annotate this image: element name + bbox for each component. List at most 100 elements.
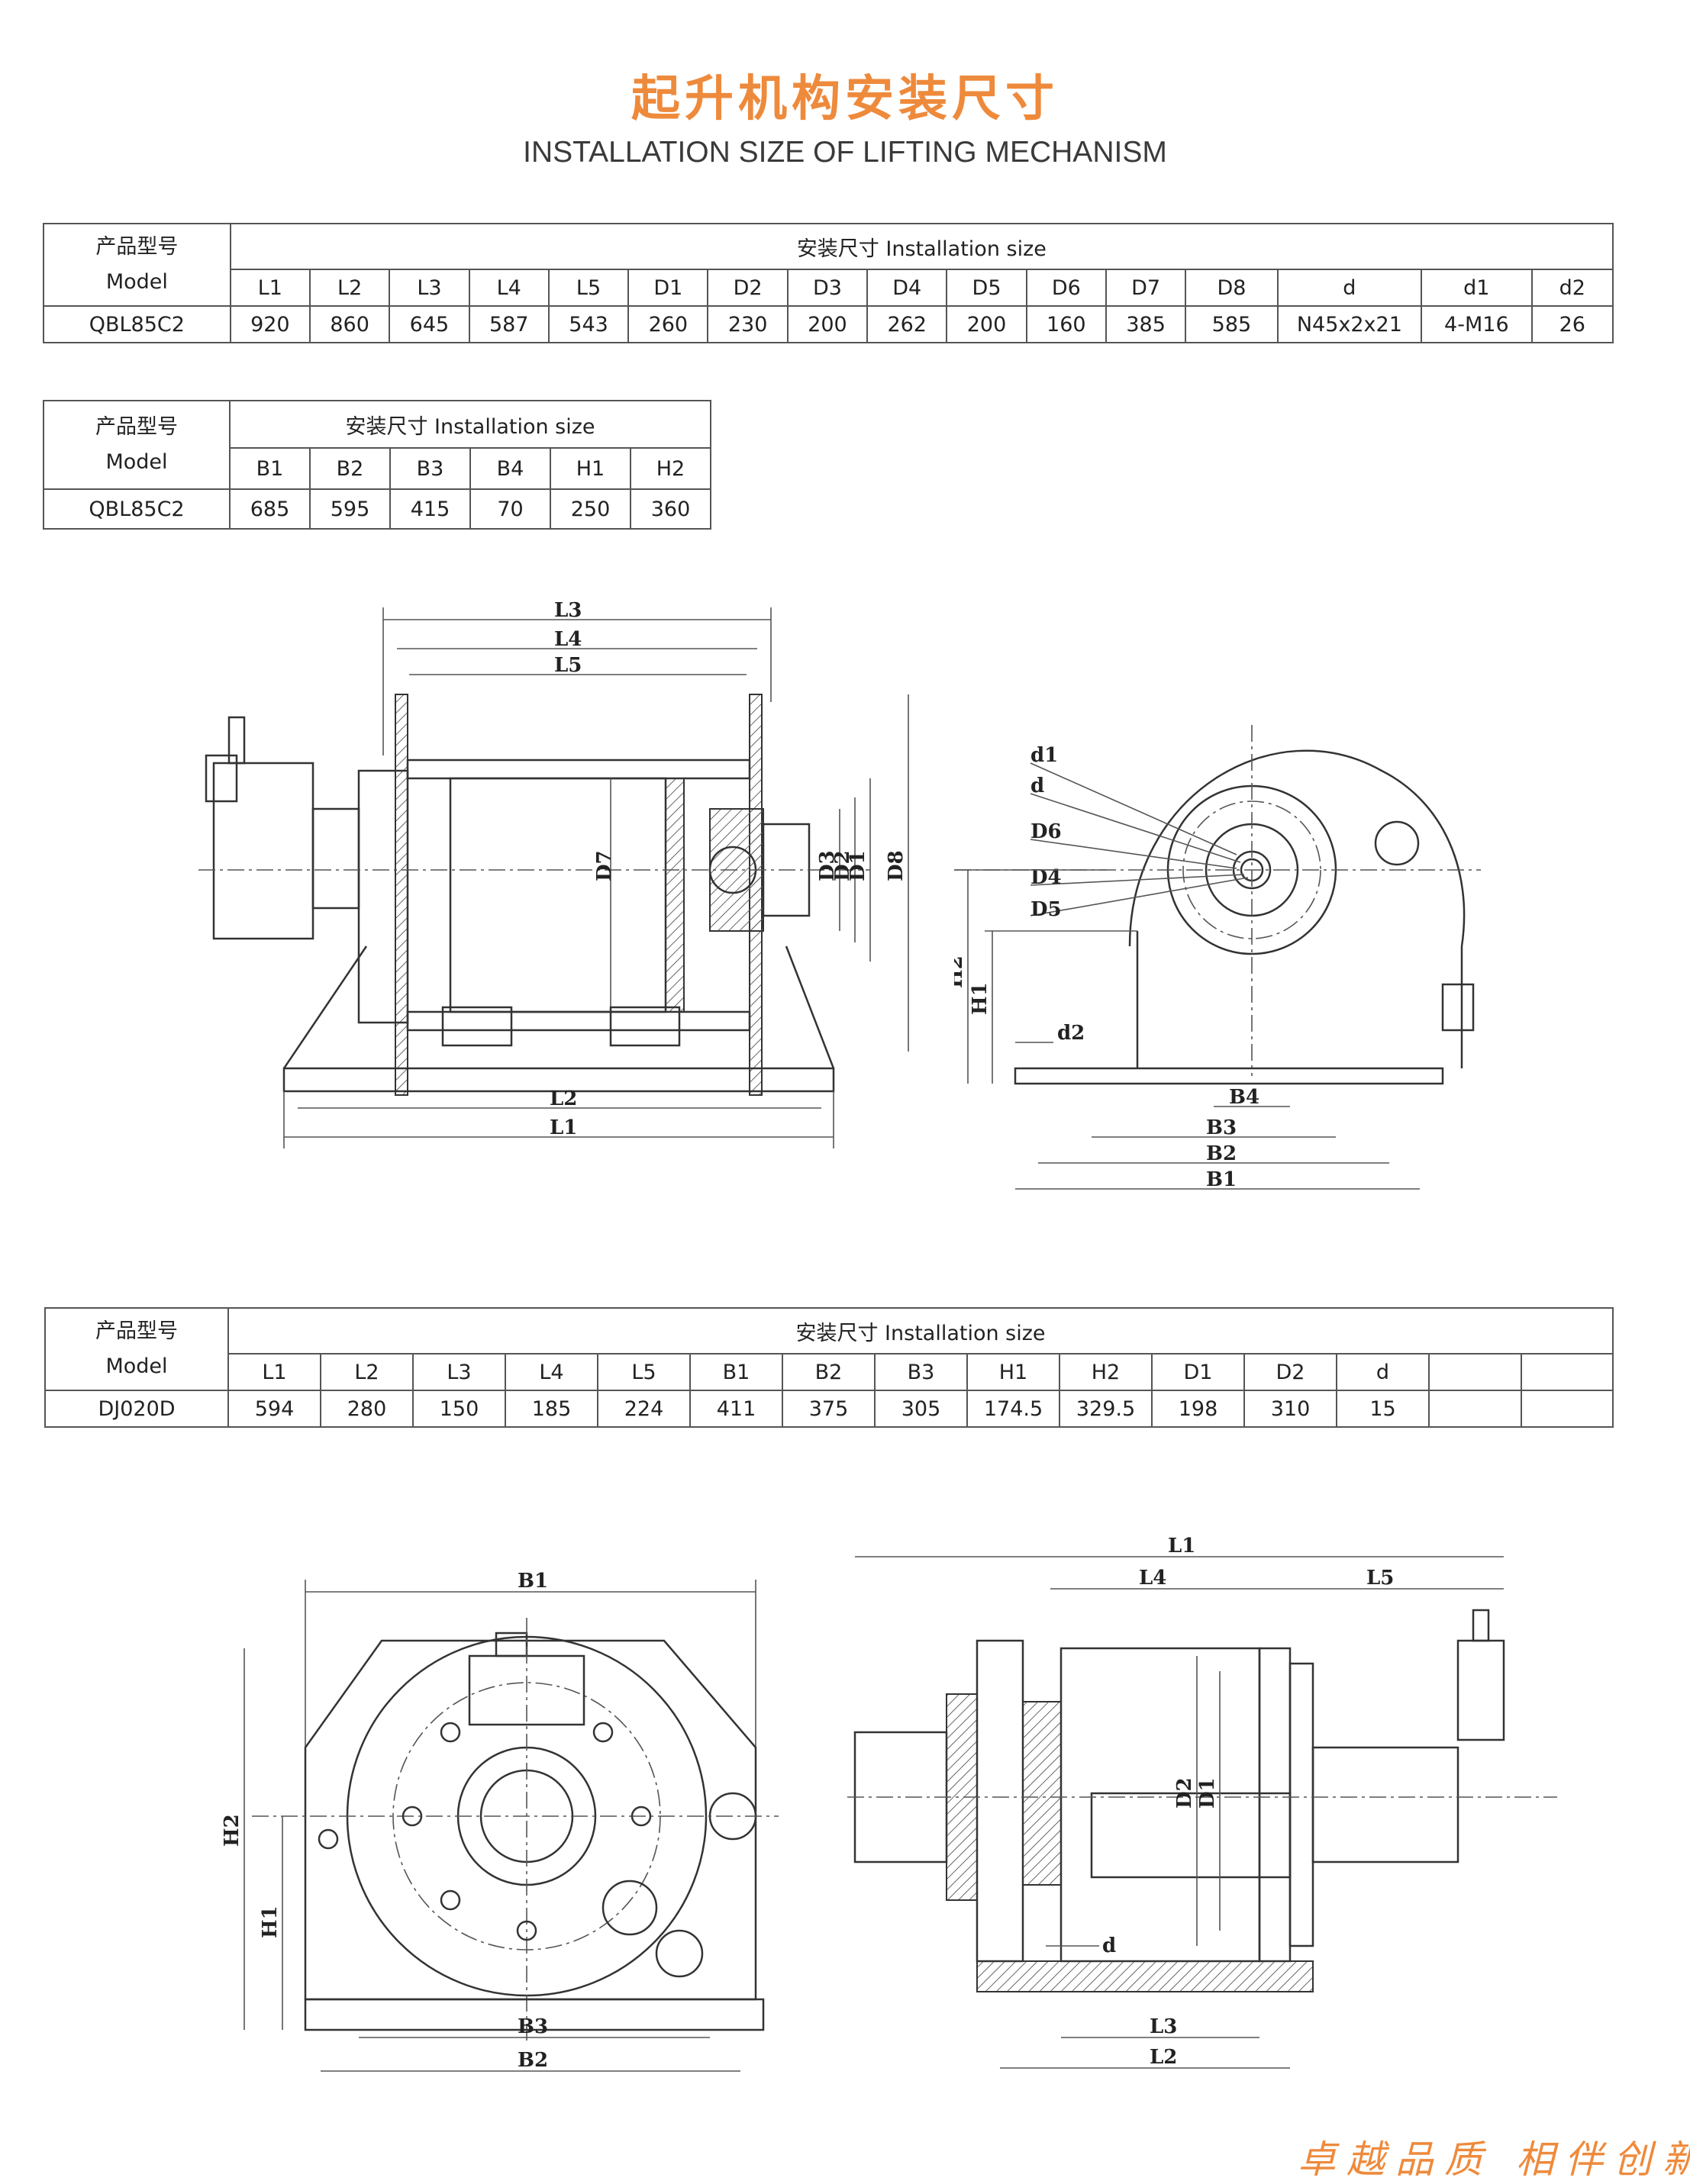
value-cell: 860	[308, 305, 391, 343]
column-header: H1	[966, 1353, 1060, 1391]
dim-label: L1	[1168, 1535, 1195, 1557]
column-header: D5	[946, 269, 1027, 307]
column-header: B3	[874, 1353, 968, 1391]
column-header: L4	[505, 1353, 598, 1391]
column-header: L2	[308, 269, 391, 307]
value-cell: 70	[469, 488, 551, 530]
dj-side-view-drawing: L1 L4 L5 D2 D1 d L3 L2	[847, 1535, 1557, 2069]
qbl-front-view-drawing: d1 d D6 D4 D5 H2 H1 d2 B4 B3 B2 B1	[954, 725, 1481, 1191]
value-cell: 329.5	[1059, 1390, 1153, 1428]
dim-label: D3	[816, 850, 839, 881]
dim-label: H2	[221, 1814, 244, 1847]
column-header: D1	[1151, 1353, 1245, 1391]
value-cell: 174.5	[966, 1390, 1060, 1428]
model-label-en: Model	[105, 1355, 168, 1378]
value-cell: 150	[412, 1390, 506, 1428]
page-title-en: INSTALLATION SIZE OF LIFTING MECHANISM	[523, 136, 1167, 169]
value-cell: 385	[1105, 305, 1187, 343]
value-cell: 415	[389, 488, 471, 530]
column-header: D1	[627, 269, 709, 307]
column-header: B2	[309, 447, 391, 490]
table-row: QBL85C2 920 860 645 587 543 260 230 200 …	[43, 305, 1614, 343]
spec-table-qbl85c2-main: 产品型号 Model 安装尺寸 Installation size L1 L2 …	[43, 223, 1614, 343]
column-header: B1	[689, 1353, 783, 1391]
dim-label: L4	[1139, 1567, 1166, 1590]
dim-label: B2	[1206, 1142, 1237, 1165]
dim-label: L1	[550, 1116, 577, 1139]
column-header: L2	[320, 1353, 414, 1391]
dim-label: D6	[1030, 820, 1062, 843]
installation-size-header: 安装尺寸 Installation size	[229, 400, 711, 449]
column-header: d1	[1421, 269, 1533, 307]
dim-label: d	[1102, 1934, 1116, 1957]
value-cell: 595	[309, 488, 391, 530]
dim-label: L3	[554, 599, 582, 622]
value-cell: 4-M16	[1421, 305, 1533, 343]
column-header: D8	[1185, 269, 1279, 307]
installation-size-header: 安装尺寸 Installation size	[227, 1307, 1614, 1355]
value-cell: 185	[505, 1390, 598, 1428]
column-header: L5	[597, 1353, 691, 1391]
dim-label: L2	[550, 1087, 577, 1110]
dim-label: B2	[518, 2049, 548, 2072]
column-header: d	[1336, 1353, 1430, 1391]
dim-label: d	[1030, 775, 1044, 797]
value-cell: 685	[229, 488, 311, 530]
model-header-cell: 产品型号 Model	[43, 223, 231, 307]
spec-table-dj020d: 产品型号 Model 安装尺寸 Installation size L1 L2 …	[44, 1307, 1614, 1428]
column-header	[1428, 1353, 1522, 1391]
dim-label: d1	[1030, 744, 1058, 767]
column-header: B2	[782, 1353, 876, 1391]
spec-table-qbl85c2-base: 产品型号 Model 安装尺寸 Installation size B1 B2 …	[43, 400, 711, 530]
value-cell: 198	[1151, 1390, 1245, 1428]
dim-label: D8	[885, 850, 908, 881]
value-cell: 280	[320, 1390, 414, 1428]
column-header: D2	[707, 269, 789, 307]
column-header: d	[1276, 269, 1423, 307]
dim-label: L3	[1150, 2015, 1177, 2038]
model-label-en: Model	[105, 450, 168, 474]
column-header: L3	[389, 269, 470, 307]
column-header: L1	[227, 1353, 321, 1391]
value-cell: 360	[630, 488, 711, 530]
value-cell: 200	[786, 305, 869, 343]
dim-label: H1	[969, 982, 992, 1015]
dim-label: L5	[554, 654, 582, 677]
table-row: QBL85C2 685 595 415 70 250 360	[43, 488, 711, 530]
column-header: B4	[469, 447, 551, 490]
qbl-side-view-drawing: L3 L4 L5 D7 D3 D2 D1 D8 L2 L1	[198, 599, 909, 1148]
value-cell: 15	[1336, 1390, 1430, 1428]
model-header-cell: 产品型号 Model	[43, 400, 231, 490]
dim-label: D2	[831, 850, 854, 881]
value-cell: 250	[550, 488, 631, 530]
value-cell: 375	[782, 1390, 876, 1428]
value-cell: 594	[227, 1390, 321, 1428]
column-header: B3	[389, 447, 471, 490]
page-title-cn: 起升机构安装尺寸	[631, 71, 1059, 127]
value-cell: 262	[866, 305, 948, 343]
model-cell: DJ020D	[44, 1390, 229, 1428]
dim-label: d2	[1057, 1022, 1085, 1045]
dim-label: D5	[1030, 898, 1062, 921]
value-cell: 26	[1530, 305, 1614, 343]
model-label-cn: 产品型号	[95, 415, 178, 439]
value-cell: N45x2x21	[1276, 305, 1423, 343]
value-cell: 920	[229, 305, 311, 343]
dim-label: B3	[1206, 1116, 1237, 1139]
value-cell: 224	[597, 1390, 691, 1428]
column-header: H2	[1059, 1353, 1153, 1391]
dim-label: D1	[847, 850, 869, 881]
column-header	[1521, 1353, 1614, 1391]
model-label-en: Model	[105, 270, 168, 294]
model-label-cn: 产品型号	[95, 1319, 178, 1343]
dim-label: D2	[1173, 1777, 1196, 1809]
column-header: D2	[1243, 1353, 1337, 1391]
value-cell: 200	[946, 305, 1027, 343]
value-cell: 230	[707, 305, 789, 343]
column-header: d2	[1530, 269, 1614, 307]
column-header: D6	[1025, 269, 1107, 307]
column-header: H2	[630, 447, 711, 490]
column-header: H1	[550, 447, 631, 490]
column-header: B1	[229, 447, 311, 490]
value-cell: 305	[874, 1390, 968, 1428]
